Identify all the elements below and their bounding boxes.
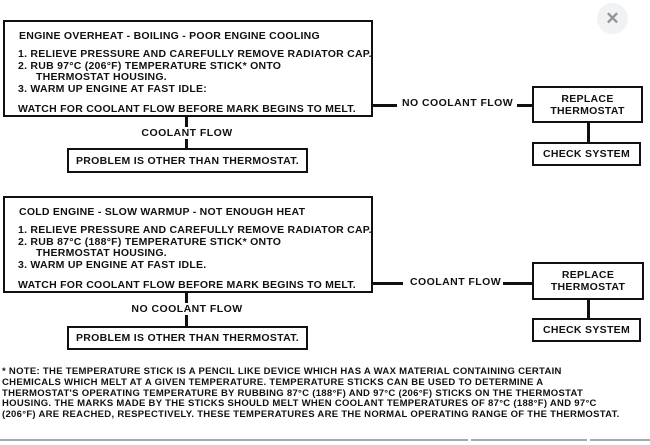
bottom-table-border: [590, 439, 650, 441]
flowchart-box-engine-overheat: ENGINE OVERHEAT - BOILING - POOR ENGINE …: [3, 20, 373, 117]
node-problem-other-than-thermostat: PROBLEM IS OTHER THAN THERMOSTAT.: [67, 326, 308, 350]
box-step-1: 1. RELIEVE PRESSURE AND CAREFULLY REMOVE…: [18, 48, 372, 60]
connector-line: [587, 123, 590, 142]
node-problem-other-than-thermostat: PROBLEM IS OTHER THAN THERMOSTAT.: [67, 148, 308, 173]
connector-line: [587, 300, 590, 318]
bottom-table-border: [0, 439, 468, 441]
connector-line: [372, 104, 397, 107]
connector-line: [503, 282, 532, 285]
branch-label-coolant-flow: COOLANT FLOW: [141, 127, 233, 139]
connector-line: [185, 293, 188, 303]
flowchart-box-cold-engine: COLD ENGINE - SLOW WARMUP - NOT ENOUGH H…: [3, 196, 373, 293]
note-line: (206°F) ARE REACHED, RESPECTIVELY. THESE…: [2, 409, 620, 421]
box-step-2-cont: THERMOSTAT HOUSING.: [36, 247, 167, 259]
connector-line: [185, 139, 188, 148]
node-check-system: CHECK SYSTEM: [532, 142, 641, 166]
branch-label-coolant-flow: COOLANT FLOW: [410, 276, 502, 288]
box-watch-line: WATCH FOR COOLANT FLOW BEFORE MARK BEGIN…: [18, 279, 356, 291]
close-icon: ✕: [605, 9, 620, 28]
temperature-stick-note: * NOTE: THE TEMPERATURE STICK IS A PENCI…: [2, 366, 648, 421]
bottom-table-border: [471, 439, 587, 441]
box-step-3: 3. WARM UP ENGINE AT FAST IDLE.: [18, 259, 207, 271]
note-line: THERMOSTAT'S OPERATING TEMPERATURE BY RU…: [2, 387, 584, 399]
box-step-2-cont: THERMOSTAT HOUSING.: [36, 71, 167, 83]
box-title: ENGINE OVERHEAT - BOILING - POOR ENGINE …: [19, 30, 320, 42]
box-step-1: 1. RELIEVE PRESSURE AND CAREFULLY REMOVE…: [18, 224, 372, 236]
connector-line: [185, 315, 188, 326]
connector-line: [185, 117, 188, 127]
node-replace-thermostat: REPLACE THERMOSTAT: [532, 262, 644, 300]
box-step-3: 3. WARM UP ENGINE AT FAST IDLE:: [18, 83, 207, 95]
close-button[interactable]: ✕: [597, 3, 628, 34]
note-line: * NOTE: THE TEMPERATURE STICK IS A PENCI…: [2, 366, 562, 377]
note-line: HOUSING. THE MARKS MADE BY THE STICKS SH…: [2, 398, 597, 410]
connector-line: [517, 104, 533, 107]
note-line: CHEMICALS WHICH MELT AT A GIVEN TEMPERAT…: [2, 376, 544, 388]
connector-line: [372, 282, 403, 285]
node-replace-thermostat: REPLACE THERMOSTAT: [532, 86, 643, 123]
box-title: COLD ENGINE - SLOW WARMUP - NOT ENOUGH H…: [19, 206, 306, 218]
box-step-2: 2. RUB 87°C (188°F) TEMPERATURE STICK* O…: [18, 236, 282, 248]
box-step-2: 2. RUB 97°C (206°F) TEMPERATURE STICK* O…: [18, 60, 282, 72]
node-check-system: CHECK SYSTEM: [532, 318, 641, 342]
branch-label-no-coolant-flow: NO COOLANT FLOW: [131, 303, 243, 315]
branch-label-no-coolant-flow: NO COOLANT FLOW: [402, 97, 514, 109]
box-watch-line: WATCH FOR COOLANT FLOW BEFORE MARK BEGIN…: [18, 103, 356, 115]
